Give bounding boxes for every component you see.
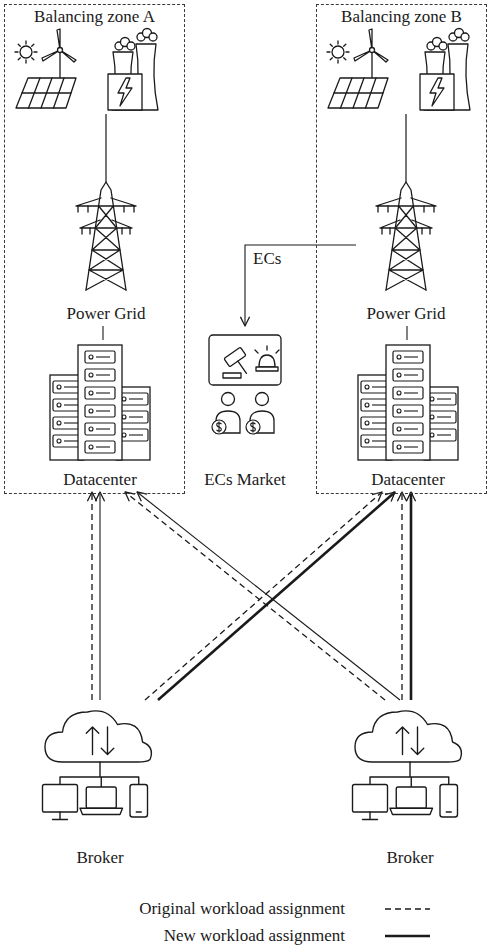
broker-icon <box>43 711 152 820</box>
connector <box>245 245 356 326</box>
new-assignment-arrow <box>158 492 395 700</box>
node-label: ECs Market <box>204 470 286 490</box>
zone-title: Balancing zone B <box>341 7 462 27</box>
supply-wire <box>105 114 106 182</box>
node-label: Power Grid <box>367 304 446 324</box>
generation-icon <box>327 29 470 111</box>
pylon-icon <box>76 182 136 290</box>
icon-node: Broker <box>350 700 470 870</box>
node-label: Datacenter <box>371 470 445 490</box>
icon-node: Datacenter <box>353 340 463 492</box>
original-assignment-arrow <box>145 492 382 700</box>
original-assignment-arrow <box>91 492 92 700</box>
legend-entry: New workload assignment <box>164 926 345 946</box>
original-assignment-arrow <box>125 492 385 700</box>
datacenter-icon <box>358 345 458 460</box>
icon-node: ECs Market <box>195 326 295 492</box>
pylon-icon <box>376 182 436 290</box>
icon-node: Power Grid <box>56 188 156 326</box>
legend-text: Original workload assignment <box>139 899 345 918</box>
new-assignment-arrow <box>410 492 413 700</box>
legend-entry: Original workload assignment <box>139 899 345 919</box>
node-label: Broker <box>386 848 433 868</box>
supply-wire <box>405 114 406 182</box>
legend-text: New workload assignment <box>164 926 345 945</box>
legend-sample-solid <box>385 935 430 937</box>
node-label: Power Grid <box>67 304 146 324</box>
legend-sample-dashed <box>385 908 430 909</box>
original-assignment-arrow <box>401 492 402 700</box>
zone-title: Balancing zone A <box>34 7 155 27</box>
zone-box: Balancing zone B Power GridDatacenter <box>316 4 487 494</box>
zone-box: Balancing zone A Power GridDatacenter <box>4 4 185 494</box>
edge-label: ECs <box>251 249 283 269</box>
market-icon <box>209 335 281 434</box>
datacenter-icon <box>50 345 150 460</box>
icon-node: Power Grid <box>356 188 456 326</box>
connector <box>99 492 100 700</box>
generation-icon <box>15 29 158 111</box>
connector <box>406 326 407 340</box>
connector <box>102 326 103 340</box>
node-label: Broker <box>76 848 123 868</box>
node-label: Datacenter <box>63 470 137 490</box>
connector <box>137 492 400 700</box>
icon-node: Datacenter <box>45 340 155 492</box>
icon-node: Broker <box>40 700 160 870</box>
broker-icon <box>353 711 462 820</box>
